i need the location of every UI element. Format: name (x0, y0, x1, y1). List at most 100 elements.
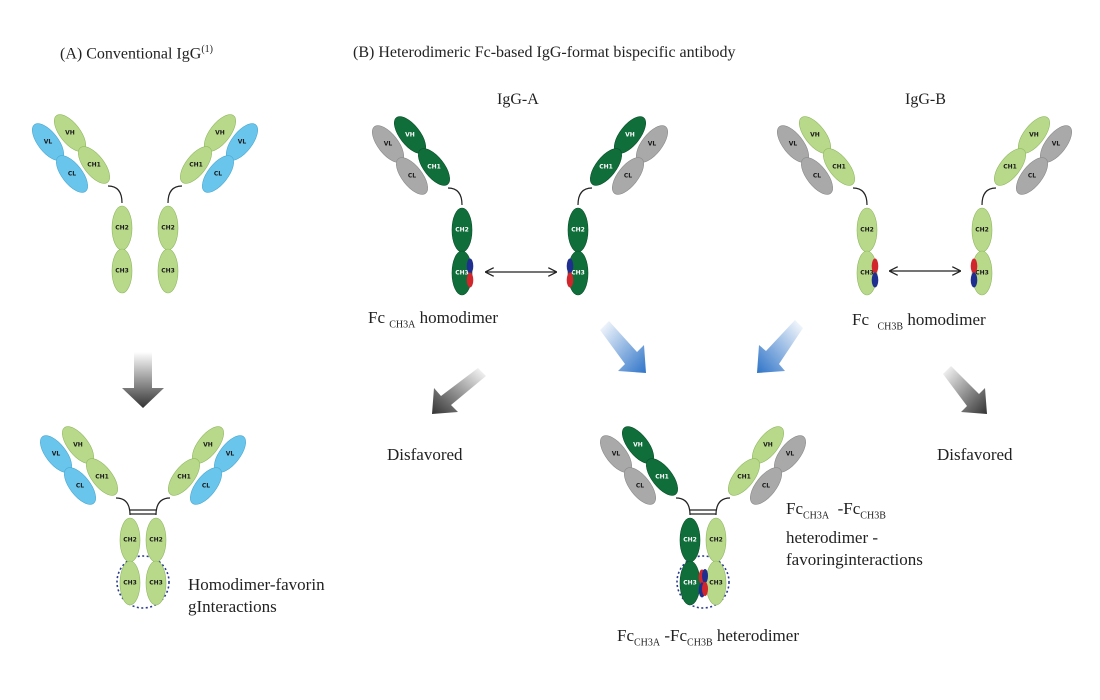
svg-text:CH3: CH3 (683, 580, 697, 587)
svg-text:CL: CL (624, 173, 632, 180)
svg-text:CL: CL (76, 483, 84, 490)
heterodimer-a-half-ch2-domain: CH2 (679, 517, 701, 563)
igg-a-heavy-left-ch2-domain: CH2 (451, 207, 473, 253)
igg-a-right-half-cl-domain: CL (202, 155, 234, 193)
svg-text:CH2: CH2 (860, 227, 874, 234)
svg-text:CL: CL (408, 173, 416, 180)
svg-text:VH: VH (215, 130, 225, 137)
svg-text:CH1: CH1 (177, 474, 191, 481)
igg-a-right-half-ch1-domain: CH1 (180, 146, 212, 184)
heterodimer-interactions-label: FcCH3A -FcCH3B heterodimer - favoringint… (786, 499, 923, 570)
panel-a-title: (A) Conventional IgG(1) (60, 44, 213, 63)
svg-text:CH1: CH1 (1003, 164, 1017, 171)
svg-text:CH3: CH3 (455, 270, 469, 277)
assembled-right-half-ch3-domain: CH3 (145, 560, 167, 606)
arrow-disfavored-left (432, 368, 486, 414)
arrow-blue-center-left (600, 321, 646, 373)
svg-text:CH2: CH2 (149, 537, 163, 544)
arrow-blue-center-right (757, 320, 803, 373)
svg-text:CH1: CH1 (189, 162, 203, 169)
svg-text:VH: VH (65, 130, 75, 137)
igg-a-heavy-right-ch3-domain: CH3 (567, 250, 589, 296)
interaction-circle-panel-a (116, 555, 170, 609)
heterodimer-b-half-ch1-domain: CH1 (728, 458, 760, 496)
svg-text:CL: CL (762, 483, 770, 490)
fc-ch3a-homodimer-label: Fc CH3A homodimer (368, 308, 499, 331)
igg-a-label: IgG-A (497, 91, 539, 108)
svg-text:CL: CL (813, 173, 821, 180)
svg-text:CH2: CH2 (571, 227, 585, 234)
heterodimer-a-half-ch3-domain: CH3 (679, 560, 701, 606)
igg-b-heavy-right-ch1-domain: CH1 (994, 148, 1026, 186)
svg-text:VH: VH (633, 442, 643, 449)
igg-b-heavy-left-ch3-domain: CH3 (856, 250, 878, 296)
assembled-left-half-ch1-domain: CH1 (86, 458, 118, 496)
igg-a-heavy-left-ch1-domain: CH1 (418, 148, 450, 186)
igg-b-heavy-left-ch2-domain: CH2 (856, 207, 878, 253)
interaction-circle-heterodimer (676, 555, 730, 609)
svg-text:CL: CL (202, 483, 210, 490)
svg-text:VL: VL (648, 141, 657, 148)
igg-a-right-half-ch2-domain: CH2 (157, 205, 179, 251)
svg-text:VL: VL (52, 451, 61, 458)
svg-text:CH3: CH3 (709, 580, 723, 587)
igg-b-label: IgG-B (905, 91, 946, 108)
assembled-right-half-ch1-domain: CH1 (168, 458, 200, 496)
heterodimer-a-half-cl-domain: CL (624, 467, 656, 505)
svg-text:CH3: CH3 (123, 580, 137, 587)
assembled-left-half-ch3-domain: CH3 (119, 560, 141, 606)
igg-b-heavy-left-ch3-interface-mutation (871, 258, 879, 288)
assembled-right-half-cl-domain: CL (190, 467, 222, 505)
svg-text:CL: CL (636, 483, 644, 490)
igg-b-heavy-left-cl-domain: CL (801, 157, 833, 195)
igg-a-heavy-right-ch3-interface-mutation (566, 258, 574, 288)
heterodimer-interface-mutations (698, 569, 708, 598)
svg-text:CH2: CH2 (683, 537, 697, 544)
svg-text:CL: CL (68, 171, 76, 178)
svg-text:VL: VL (384, 141, 393, 148)
svg-text:VH: VH (810, 132, 820, 139)
svg-text:VL: VL (789, 141, 798, 148)
disfavored-left-label: Disfavored (387, 445, 463, 464)
igg-a-heavy-right-ch1-domain: CH1 (590, 148, 622, 186)
igg-a-heavy-right-cl-domain: CL (612, 157, 644, 195)
svg-text:VH: VH (625, 132, 635, 139)
assembled-right-half-ch2-domain: CH2 (145, 517, 167, 563)
svg-text:CH1: CH1 (599, 164, 613, 171)
heterodimer-caption: FcCH3A -FcCH3B heterodimer (617, 626, 799, 649)
igg-a-heavy-left-ch3-domain: CH3 (451, 250, 473, 296)
svg-text:CH3: CH3 (860, 270, 874, 277)
svg-text:CH2: CH2 (123, 537, 137, 544)
igg-a-heavy-right-ch2-domain: CH2 (567, 207, 589, 253)
igg-b-heavy-right-ch3-interface-mutation (970, 258, 978, 288)
svg-text:CH1: CH1 (832, 164, 846, 171)
svg-text:CH3: CH3 (975, 270, 989, 277)
panel-b-title: (B) Heterodimeric Fc-based IgG-format bi… (353, 44, 736, 61)
svg-text:VH: VH (1029, 132, 1039, 139)
svg-text:VH: VH (203, 442, 213, 449)
igg-a-left-half-ch1-domain: CH1 (78, 146, 110, 184)
svg-text:VL: VL (1052, 141, 1061, 148)
igg-b-heavy-right-ch2-domain: CH2 (971, 207, 993, 253)
svg-text:CH3: CH3 (149, 580, 163, 587)
svg-text:VL: VL (612, 451, 621, 458)
svg-text:VL: VL (44, 139, 53, 146)
svg-text:CH1: CH1 (427, 164, 441, 171)
igg-a-left-half-cl-domain: CL (56, 155, 88, 193)
svg-text:CH1: CH1 (737, 474, 751, 481)
svg-text:CH2: CH2 (975, 227, 989, 234)
assembled-left-half-ch2-domain: CH2 (119, 517, 141, 563)
svg-text:CH2: CH2 (709, 537, 723, 544)
